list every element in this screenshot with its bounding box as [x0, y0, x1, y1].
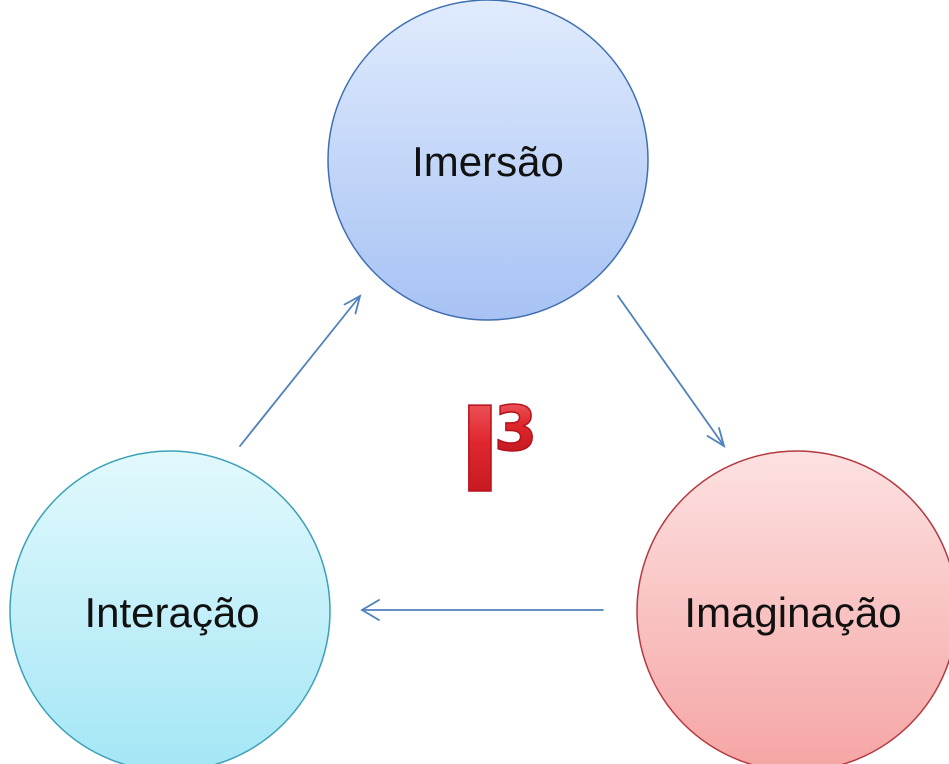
node-imaginacao: Imaginação [636, 450, 949, 764]
center-superscript-3: 3 [494, 392, 537, 465]
node-imersao-label: Imersão [412, 138, 564, 185]
node-interacao: Interação [9, 450, 331, 764]
arrow-imersao-to-imaginacao [617, 295, 726, 448]
node-imaginacao-circle [636, 450, 949, 764]
arrow-imaginacao-to-interacao [360, 599, 604, 621]
node-imersao-circle [327, 0, 649, 321]
node-imersao: Imersão [327, 0, 649, 321]
center-i3-mark: I 3 [457, 380, 538, 520]
node-imaginacao-label: Imaginação [684, 589, 901, 636]
center-i-letter: I [458, 381, 502, 519]
node-interacao-label: Interação [84, 589, 259, 636]
arrow-interacao-to-imersao [239, 294, 362, 447]
node-interacao-circle [9, 450, 331, 764]
